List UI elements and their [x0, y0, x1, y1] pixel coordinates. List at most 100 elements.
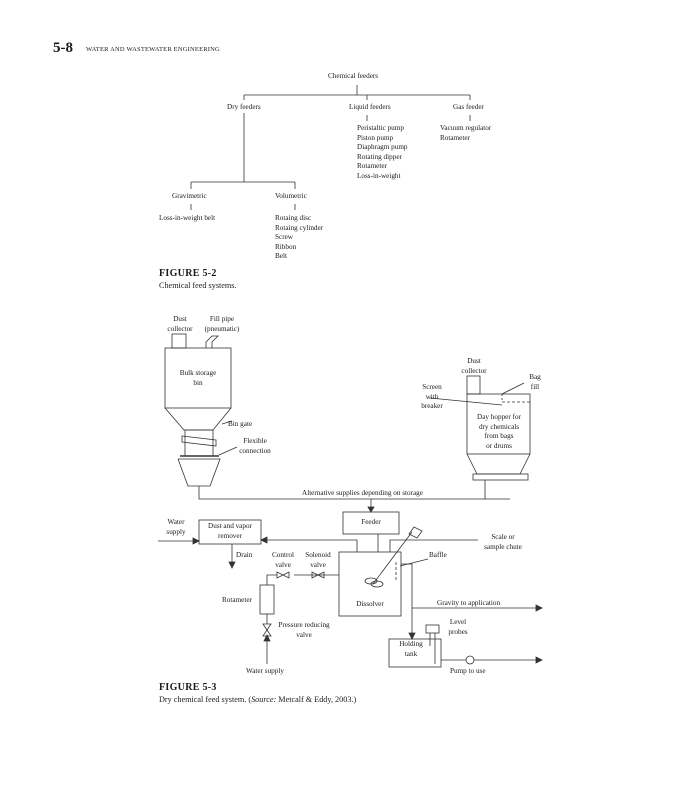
label-feeder: Feeder	[361, 518, 381, 526]
overflow-pipe	[401, 563, 413, 608]
control-valve-right	[282, 571, 290, 579]
mixer-motor	[408, 526, 423, 539]
scale-chute-line	[389, 539, 478, 552]
drain-arrow-head	[228, 561, 236, 569]
label-water-supply-1: Water supply	[166, 518, 186, 536]
solenoid-valve-right	[317, 571, 325, 579]
gravity-arrow-head	[535, 604, 543, 612]
label-water-supply-2: Water supply	[246, 667, 284, 675]
fill-pipe	[205, 335, 219, 348]
figure-5-3-label: FIGURE 5-3	[159, 682, 217, 693]
liquid-feeders-list: Peristaltic pump Piston pump Diaphragm p…	[357, 124, 408, 182]
running-title: WATER AND WASTEWATER ENGINEERING	[86, 46, 220, 53]
label-holding-tank: Holding tank	[399, 640, 423, 658]
feeder-box	[342, 511, 400, 535]
volumetric-list: Rotaing disc Rotaing cylinder Screw Ribb…	[275, 214, 323, 262]
day-hopper-base	[472, 473, 529, 481]
tree-gravimetric: Gravimetric	[172, 192, 207, 200]
gas-feeder-list: Vacuum regulator Rotameter	[440, 124, 491, 143]
label-gravity: Gravity to application	[437, 599, 501, 607]
label-flexible-connection: Flexible connection	[239, 437, 271, 455]
bin-gate-leader	[221, 420, 233, 425]
discharge-cone	[177, 458, 221, 487]
vapor-arrow-head	[260, 536, 268, 544]
water-2-arrow-head	[263, 634, 271, 642]
list-item: Belt	[275, 252, 287, 261]
mixer-shaft	[372, 531, 413, 585]
list-item: Loss-in-weight belt	[159, 214, 216, 222]
label-dust-collector-2: Dust collector	[461, 357, 487, 375]
label-baffle: Baffle	[429, 551, 447, 559]
label-screen-breaker: Screen with breaker	[421, 383, 443, 411]
list-item: Diaphragm pump	[357, 143, 408, 152]
pump-arrow-head	[535, 656, 543, 664]
tree-volumetric: Volumetric	[275, 192, 307, 200]
rotameter-line	[266, 574, 277, 585]
label-dissolver: Dissolver	[356, 600, 384, 608]
list-item: Vacuum regulator	[440, 124, 492, 132]
list-item: Rotaing disc	[275, 214, 312, 222]
tree-gas-feeder: Gas feeder	[453, 103, 484, 111]
label-bin-gate: Bin gate	[228, 420, 253, 428]
dissolver-tank	[338, 551, 402, 617]
list-item: Ribbon	[275, 242, 297, 251]
label-solenoid-valve: Solenoid valve	[305, 551, 331, 569]
control-valve-left	[276, 571, 284, 579]
list-item: Loss-in-weight	[357, 171, 401, 180]
list-item: Rotameter	[440, 133, 470, 142]
figure-5-2-caption: Chemical feed systems.	[159, 281, 237, 290]
list-item: Screw	[275, 233, 293, 242]
solenoid-valve-left	[311, 571, 319, 579]
day-hopper-cone	[466, 453, 531, 475]
list-item: Piston pump	[357, 133, 394, 142]
figure-5-3-caption: Dry chemical feed system. (Source: Metca…	[159, 695, 357, 704]
flex-leader	[218, 446, 238, 456]
dust-collector-box-1	[171, 333, 187, 349]
gravimetric-list: Loss-in-weight belt	[159, 214, 215, 224]
tree-dry-feeders: Dry feeders	[227, 103, 261, 111]
label-fill-pipe: Fill pipe (pneumatic)	[204, 315, 240, 333]
rotameter-tube	[259, 584, 275, 615]
list-item: Rotaing cylinder	[275, 223, 324, 232]
label-bag-fill: Bag fill	[529, 373, 541, 391]
label-bulk-storage: Bulk storage bin	[179, 369, 217, 387]
pump-icon	[465, 655, 475, 665]
baffle-leader	[399, 558, 429, 567]
bag-fill-leader	[501, 382, 525, 395]
figure-5-2-label: FIGURE 5-2	[159, 268, 217, 279]
pressure-valve-top	[262, 623, 272, 631]
page-number: 5-8	[53, 40, 73, 56]
list-item: Rotameter	[357, 162, 387, 171]
impeller-blade-2	[370, 580, 384, 588]
tree-liquid-feeders: Liquid feeders	[349, 103, 391, 111]
label-drain: Drain	[236, 551, 253, 559]
alt-supply-line	[198, 486, 510, 500]
label-control-valve: Control valve	[272, 551, 294, 569]
day-hopper	[466, 393, 531, 455]
label-scale-chute: Scale or sample chute	[484, 533, 522, 551]
label-pressure-valve: Pressure reducing valve	[278, 621, 330, 639]
label-rotameter: Rotameter	[222, 596, 252, 604]
vapor-return-line	[263, 539, 358, 552]
dust-collector-box-2	[466, 375, 481, 395]
holding-arrow-head	[408, 632, 416, 640]
label-dust-vapor-remover: Dust and vapor remover	[208, 522, 252, 540]
list-item: Peristaltic pump	[357, 124, 404, 132]
label-level-probes: Level probes	[448, 618, 468, 636]
bulk-storage-bin	[164, 347, 232, 409]
level-probe-box	[425, 624, 440, 634]
list-item: Rotating dipper	[357, 152, 402, 161]
label-dust-collector-1: Dust collector	[167, 315, 193, 333]
holding-tank	[388, 638, 442, 668]
label-alt-supplies: Alternative supplies depending on storag…	[302, 489, 423, 497]
label-day-hopper: Day hopper for dry chemicals from bags o…	[477, 413, 521, 450]
label-pump: Pump to use	[450, 667, 486, 675]
dust-vapor-remover	[198, 519, 262, 545]
bin-hopper	[164, 407, 232, 431]
feed-arrow-head	[367, 506, 375, 513]
screen-leader	[429, 397, 503, 406]
water-arrow-head	[192, 537, 200, 545]
bin-gate	[181, 435, 217, 447]
